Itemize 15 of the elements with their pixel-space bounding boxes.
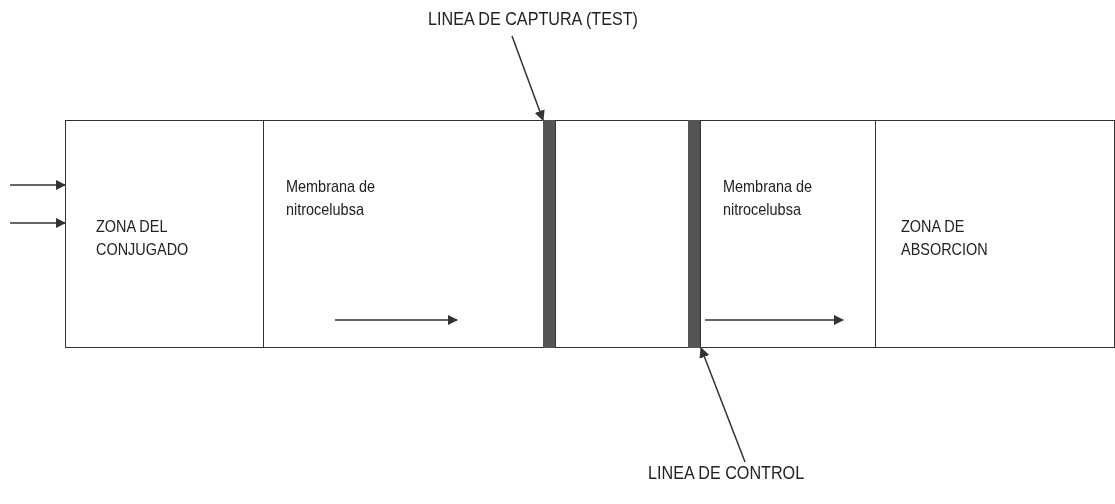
- callout-label: LINEA DE CAPTURA (TEST): [428, 8, 638, 30]
- zone-label: Membrana de nitrocelubsa: [723, 176, 814, 221]
- zone-label: Membrana de nitrocelubsa: [286, 176, 377, 221]
- strip-zone: [555, 120, 689, 348]
- leader-line: [511, 35, 545, 121]
- strip-zone: [65, 120, 264, 348]
- zone-label: ZONA DE ABSORCION: [901, 216, 989, 261]
- arrow: [9, 179, 67, 191]
- leader-line: [699, 347, 746, 463]
- strip-zone: [875, 120, 1115, 348]
- strip-zone: [700, 120, 876, 348]
- strip-zone: [263, 120, 544, 348]
- arrow: [9, 217, 67, 229]
- zone-label: ZONA DEL CONJUGADO: [96, 216, 190, 261]
- callout-label: LINEA DE CONTROL: [648, 462, 805, 484]
